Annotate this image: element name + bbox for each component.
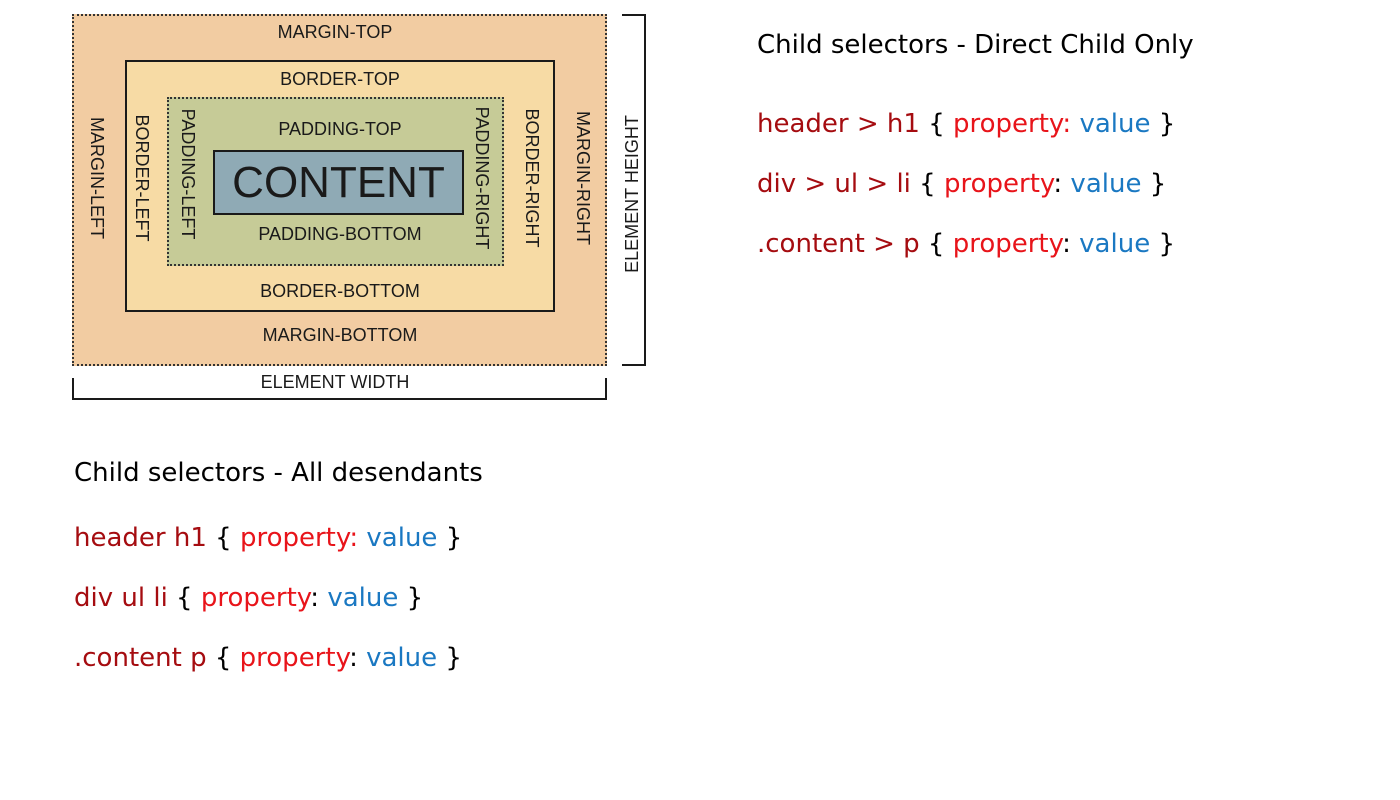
- value: value: [1070, 229, 1151, 259]
- close-brace: }: [437, 523, 463, 553]
- open-brace: {: [215, 523, 232, 553]
- value: value: [357, 643, 438, 673]
- border-left-label: BORDER-LEFT: [132, 114, 152, 242]
- value: value: [1071, 109, 1151, 139]
- selector: header h1: [74, 523, 216, 553]
- margin-top-label: MARGIN-TOP: [277, 22, 393, 42]
- border-bottom-label: BORDER-BOTTOM: [260, 281, 420, 301]
- descendants-rule-1: header h1 { property: value }: [74, 525, 462, 551]
- direct-child-title: Child selectors - Direct Child Only: [757, 30, 1194, 60]
- open-brace: {: [167, 583, 193, 613]
- descendants-rule-2: div ul li { property: value }: [74, 585, 423, 611]
- direct-child-rule-1: header > h1 { property: value }: [757, 111, 1175, 137]
- property: property: [944, 229, 1063, 259]
- direct-child-rule-3: .content > p { property: value }: [757, 231, 1175, 257]
- descendants-rule-3: .content p { property: value }: [74, 645, 462, 671]
- padding-left-label: PADDING-LEFT: [178, 108, 198, 240]
- selector: div > ul > li: [757, 169, 911, 199]
- padding-bottom-label: PADDING-BOTTOM: [258, 224, 422, 244]
- content-label: CONTENT: [232, 157, 445, 207]
- element-width-label: ELEMENT WIDTH: [260, 372, 410, 392]
- margin-right-label: MARGIN-RIGHT: [573, 111, 593, 245]
- close-brace: }: [1150, 229, 1176, 259]
- selector: div ul li: [74, 583, 168, 613]
- property: property: [231, 643, 350, 673]
- open-brace: {: [206, 643, 232, 673]
- direct-child-rule-2: div > ul > li { property: value }: [757, 171, 1166, 197]
- value: value: [1062, 169, 1142, 199]
- selector: header > h1: [757, 109, 929, 139]
- selector: .content > p: [757, 229, 920, 259]
- close-brace: }: [1141, 169, 1167, 199]
- padding-top-label: PADDING-TOP: [278, 119, 402, 139]
- colon: :: [1053, 169, 1063, 199]
- close-brace: }: [1150, 109, 1176, 139]
- border-right-label: BORDER-RIGHT: [522, 108, 542, 248]
- value: value: [358, 523, 438, 553]
- close-brace: }: [398, 583, 424, 613]
- open-brace: {: [919, 229, 945, 259]
- colon: :: [349, 643, 358, 673]
- property: property: [935, 169, 1054, 199]
- colon: :: [310, 583, 320, 613]
- element-height-label: ELEMENT HEIGHT: [622, 112, 642, 276]
- padding-right-label: PADDING-RIGHT: [472, 106, 492, 250]
- selector: .content p: [74, 643, 207, 673]
- open-brace: {: [928, 109, 945, 139]
- property: property:: [944, 109, 1072, 139]
- margin-left-label: MARGIN-LEFT: [87, 116, 107, 240]
- content-box: CONTENT: [213, 150, 464, 215]
- descendants-title: Child selectors - All desendants: [74, 458, 483, 488]
- colon: :: [1062, 229, 1071, 259]
- close-brace: }: [437, 643, 462, 673]
- border-top-label: BORDER-TOP: [280, 69, 400, 89]
- element-width-bracket: [72, 378, 607, 400]
- property: property:: [231, 523, 359, 553]
- margin-bottom-label: MARGIN-BOTTOM: [262, 325, 418, 345]
- element-height-bracket: [622, 14, 646, 366]
- property: property: [192, 583, 311, 613]
- value: value: [319, 583, 399, 613]
- open-brace: {: [910, 169, 936, 199]
